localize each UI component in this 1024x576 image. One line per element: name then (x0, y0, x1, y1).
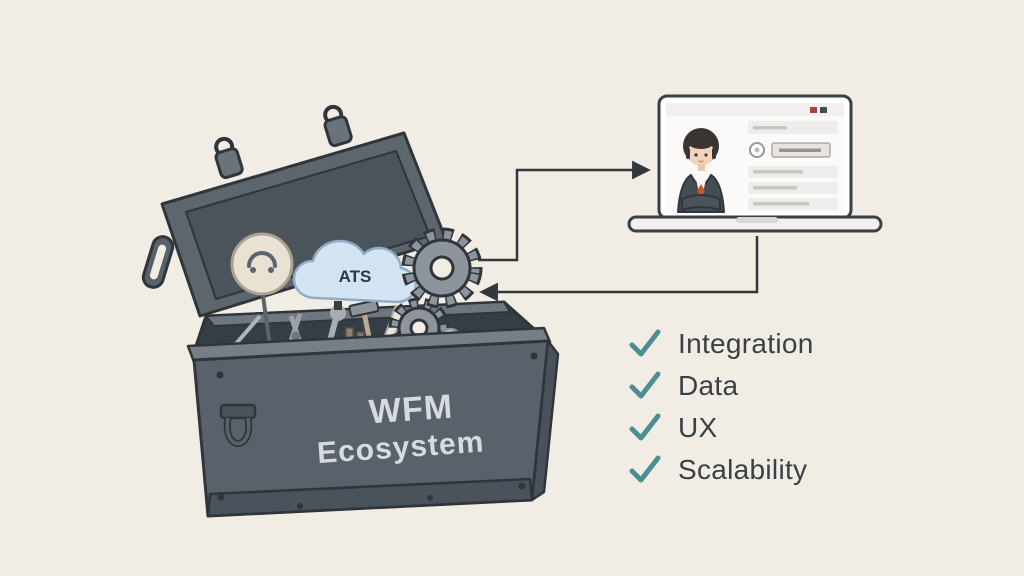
checklist-label: Integration (678, 328, 814, 359)
box-handle (219, 403, 257, 447)
screen-ui (748, 121, 838, 210)
recruiter-avatar (677, 128, 725, 213)
gear-icon (401, 227, 483, 309)
checklist-item: UX (628, 412, 814, 443)
arrow-to-laptop (478, 160, 651, 262)
toolbox-right-edge (530, 339, 560, 502)
sign-pole (261, 295, 272, 347)
toolbox-label-line1: WFM (368, 388, 455, 432)
lid-handle (141, 235, 175, 289)
arrow-from-laptop (479, 236, 759, 302)
check-icon (629, 329, 661, 357)
screen-status-dot-1 (810, 107, 817, 113)
checklist-item: Scalability (628, 454, 814, 485)
screen-status-dot-2 (820, 107, 827, 113)
lid-latch-left (214, 136, 244, 180)
checklist-label: Data (678, 370, 739, 401)
lid-latch-right (323, 104, 353, 148)
connectors (478, 160, 759, 302)
laptop-base-notch (736, 217, 778, 223)
laptop (627, 94, 883, 233)
hammer (348, 299, 380, 353)
check-icon (629, 413, 661, 441)
checklist-label: UX (678, 412, 718, 443)
rivets (216, 352, 538, 509)
round-sign-icon (230, 232, 294, 296)
toolbox-bottom-trim (206, 477, 534, 518)
ats-cloud-label: ATS (339, 267, 372, 286)
checklist: Integration Data UX Scalability (628, 328, 814, 485)
check-icon (629, 371, 661, 399)
checklist-item: Integration (628, 328, 814, 359)
ats-cloud: ATS (292, 239, 418, 304)
checklist-item: Data (628, 370, 814, 401)
check-icon (629, 455, 661, 483)
toolbox-body: WFM Ecosystem (186, 295, 560, 518)
checklist-label: Scalability (678, 454, 808, 485)
